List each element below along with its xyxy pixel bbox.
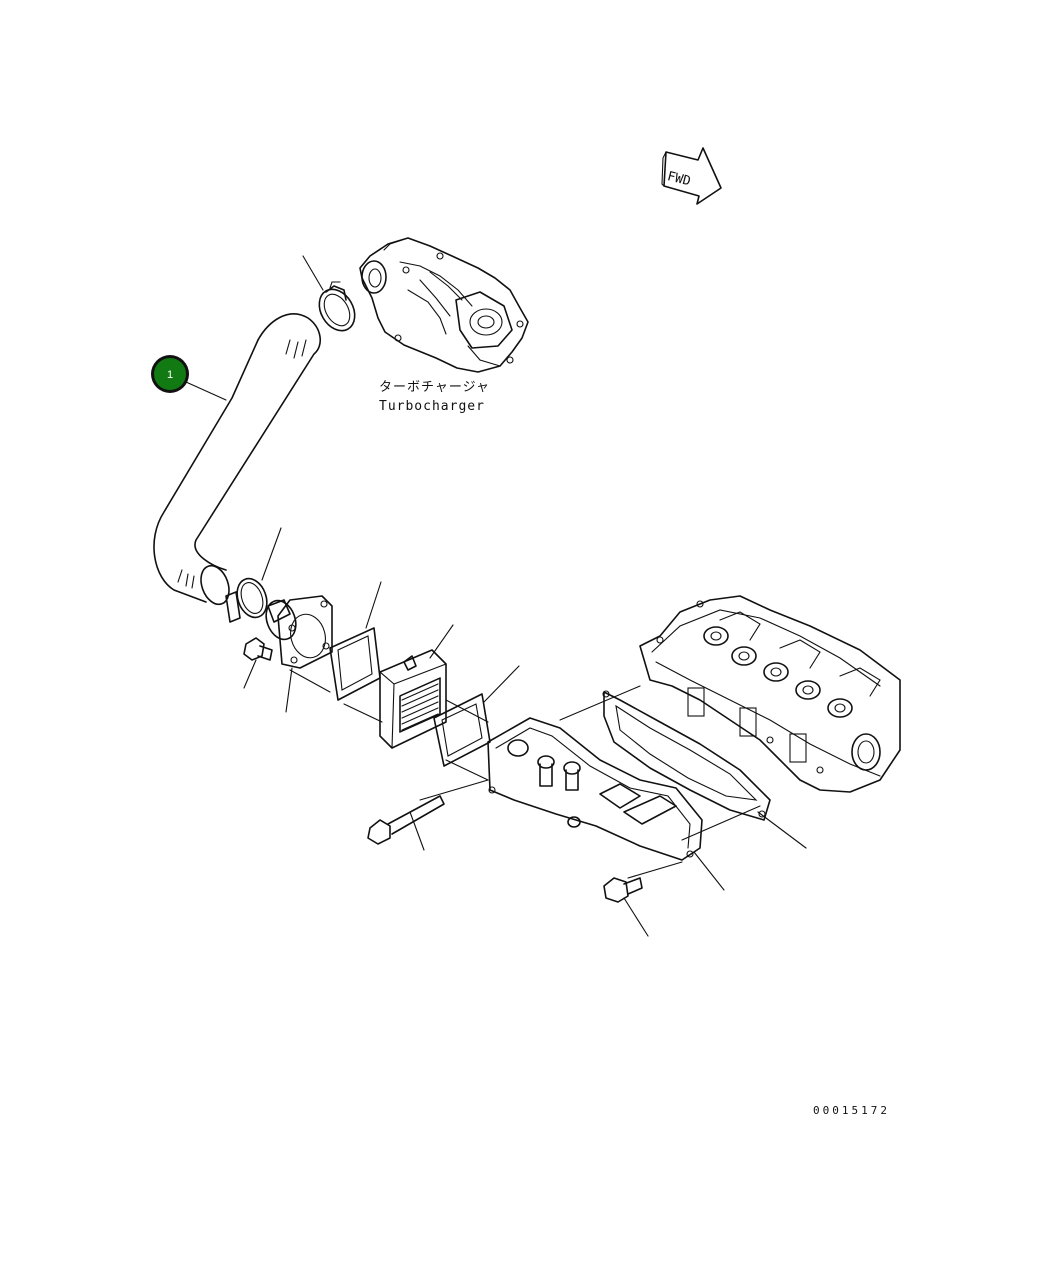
turbocharger-label-en: Turbocharger	[379, 399, 485, 414]
drawing-code: 00015172	[813, 1104, 890, 1117]
gasket-upper	[329, 581, 382, 701]
callout-1-number: 1	[167, 369, 173, 381]
turbocharger-label: ターボチャージャ Turbocharger	[379, 380, 490, 414]
valve-block	[379, 624, 454, 749]
connector-flange	[265, 595, 333, 713]
hose	[153, 313, 321, 606]
manifold-gasket	[602, 690, 807, 849]
turbocharger	[359, 237, 529, 373]
exhaust-manifold	[487, 717, 725, 891]
fwd-arrow-icon: FWD	[661, 147, 722, 205]
manifold-bolt	[603, 877, 649, 937]
cylinder-head	[639, 595, 901, 793]
small-bolt	[243, 637, 273, 689]
callout-1-badge	[154, 358, 186, 390]
lower-hose-clamp	[225, 527, 282, 623]
callout-1[interactable]: 1	[151, 355, 227, 401]
long-bolt	[367, 795, 445, 851]
fwd-label: FWD	[666, 169, 693, 189]
upper-hose-clamp	[302, 255, 356, 332]
turbocharger-label-jp: ターボチャージャ	[379, 380, 490, 395]
assembly-lines	[289, 669, 761, 879]
